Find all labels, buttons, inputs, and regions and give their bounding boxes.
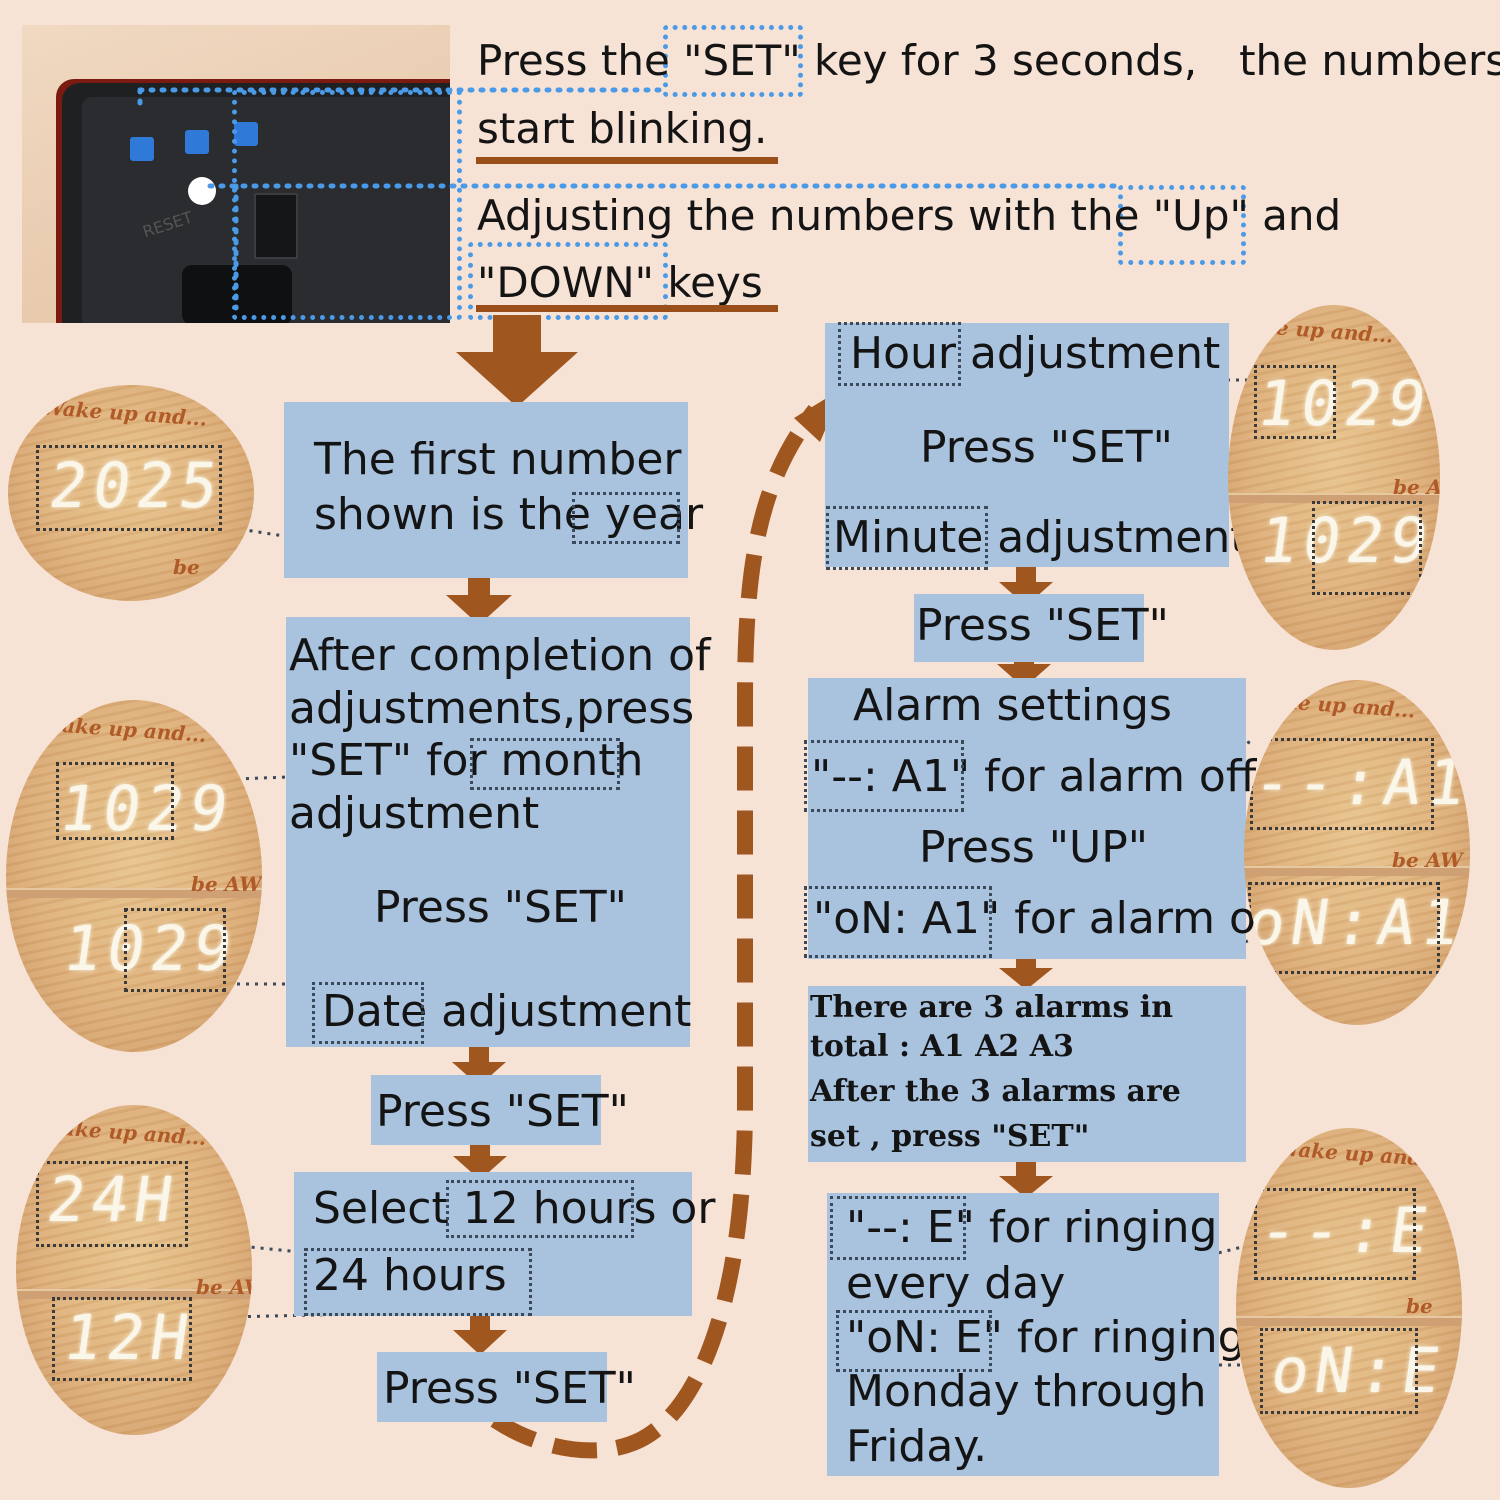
ring-text-4: Monday through xyxy=(846,1366,1207,1417)
be-text: be AW xyxy=(191,872,262,896)
ring-daily-marker xyxy=(830,1196,966,1260)
clock-alarm: ke up and... --:A1 be AW oN:A1 xyxy=(1244,680,1470,1025)
ring-weekday-display-marker xyxy=(1260,1328,1418,1414)
hour-minute-box xyxy=(825,323,1229,567)
month-display-marker xyxy=(56,762,174,840)
instruction-line-3: Adjusting the numbers with the "Up" and xyxy=(477,191,1342,240)
press-set-box-2 xyxy=(371,1075,601,1145)
ringing-box xyxy=(827,1193,1219,1476)
set-button xyxy=(130,137,154,161)
alarms-text-2: total : A1 A2 A3 xyxy=(810,1029,1074,1064)
be-text: be xyxy=(173,555,200,579)
alarm-box xyxy=(808,678,1246,959)
hours-24-marker xyxy=(304,1248,532,1316)
instruction-line-4: "DOWN" keys xyxy=(477,258,763,307)
arrow-down-icon xyxy=(452,1046,506,1086)
clock-hour-minute: ke up and... 1029 be A 1029 xyxy=(1228,305,1440,650)
ring-text-5: Friday. xyxy=(846,1421,988,1472)
arrow-down-icon xyxy=(456,315,578,407)
hour-display-marker xyxy=(1254,365,1336,439)
minute-display-marker xyxy=(1312,501,1422,595)
month-date-box xyxy=(286,617,690,1047)
press-set-text-2: Press "SET" xyxy=(376,1086,629,1137)
clock-hour-format: ake up and... 24H be AV 12H xyxy=(16,1105,252,1435)
date-text: Date adjustment xyxy=(322,986,692,1037)
down-button xyxy=(234,122,258,146)
ring-text-2: every day xyxy=(846,1258,1066,1309)
year-display-marker xyxy=(36,445,222,531)
hour-format-box xyxy=(294,1172,692,1316)
device-photo: RESET xyxy=(22,25,450,323)
month-text-1: After completion of xyxy=(289,630,711,681)
year-marker xyxy=(572,492,680,544)
device-keys-highlight xyxy=(232,90,462,320)
arrow-down-icon xyxy=(453,1314,507,1355)
year-text-2: shown is the year xyxy=(314,489,704,540)
be-text: be A xyxy=(1393,475,1440,499)
clock-month-date: ake up and... 1029 be AW 1029 xyxy=(6,700,262,1052)
clock-ringing: Nake up and... --:E be oN:E xyxy=(1236,1128,1462,1488)
power-port xyxy=(254,193,298,259)
loop-back-connector xyxy=(490,405,822,1459)
hours-12-marker xyxy=(446,1180,634,1238)
instruction-line-2: start blinking. xyxy=(477,104,768,153)
alarm-off-marker xyxy=(804,740,964,812)
arrow-down-icon xyxy=(999,565,1053,606)
clock-year: Wake up and... 2025 be xyxy=(8,385,254,601)
be-text: be xyxy=(1406,1294,1433,1318)
month-text-2: adjustments,press xyxy=(289,683,695,734)
hours-24-display-marker xyxy=(36,1161,188,1247)
hours-12-display-marker xyxy=(52,1297,192,1381)
instruction-underline-1 xyxy=(476,157,778,164)
alarms-total-box xyxy=(808,986,1246,1162)
alarms-text-3: After the 3 alarms are xyxy=(810,1074,1181,1109)
arrow-down-icon xyxy=(999,1160,1053,1198)
month-text-4: adjustment xyxy=(289,788,540,839)
press-set-right-text-2: Press "SET" xyxy=(916,600,1169,651)
arrow-down-icon xyxy=(446,570,512,625)
press-set-right-text-1: Press "SET" xyxy=(920,422,1173,473)
ring-text-1: "--: E" for ringing xyxy=(846,1202,1218,1253)
press-set-text-3: Press "SET" xyxy=(383,1363,636,1414)
hour-marker xyxy=(838,322,961,386)
alarms-text-1: There are 3 alarms in xyxy=(810,990,1174,1025)
ring-daily-display-marker xyxy=(1254,1188,1416,1280)
hour-text: Hour adjustment xyxy=(850,328,1221,379)
alarms-text-4: set , press "SET" xyxy=(810,1119,1090,1154)
arrow-down-icon xyxy=(999,955,1053,990)
minute-text: Minute adjustment xyxy=(833,512,1248,563)
set-key-highlight xyxy=(663,25,803,97)
date-display-marker xyxy=(124,908,226,992)
year-box xyxy=(284,402,688,578)
press-set-text-1: Press "SET" xyxy=(374,882,627,933)
month-marker xyxy=(470,738,620,790)
ring-text-3: "oN: E" for ringing xyxy=(846,1312,1246,1363)
be-text: be AV xyxy=(196,1275,252,1299)
up-key-highlight xyxy=(1118,185,1246,265)
alarm-off-display-marker xyxy=(1250,738,1434,830)
press-set-right-box-2 xyxy=(914,594,1144,662)
arrow-down-icon xyxy=(997,650,1051,688)
instruction-underline-2 xyxy=(476,305,778,312)
alarm-on-text: "oN: A1" for alarm on xyxy=(813,893,1284,944)
minute-marker xyxy=(826,506,988,570)
down-key-highlight xyxy=(468,242,668,320)
select-text-1: Select 12 hours or xyxy=(313,1183,716,1234)
press-up-text: Press "UP" xyxy=(919,822,1149,873)
instruction-line-1: Press the "SET" key for 3 seconds, the n… xyxy=(477,36,1500,85)
select-text-2: 24 hours xyxy=(313,1250,507,1301)
up-button xyxy=(185,130,209,154)
date-marker xyxy=(312,982,424,1044)
arrow-down-icon xyxy=(453,1141,507,1180)
year-text-1: The first number xyxy=(314,434,682,485)
reset-hole xyxy=(188,177,216,205)
alarm-off-text: "--: A1" for alarm off xyxy=(811,751,1257,802)
press-set-box-3 xyxy=(377,1352,607,1422)
alarm-settings-text: Alarm settings xyxy=(853,680,1172,731)
ring-weekday-marker xyxy=(836,1310,992,1372)
be-text: be AW xyxy=(1392,848,1463,872)
alarm-on-marker xyxy=(804,886,992,958)
alarm-on-display-marker xyxy=(1248,882,1440,974)
month-text-3: "SET" for month xyxy=(289,735,644,786)
